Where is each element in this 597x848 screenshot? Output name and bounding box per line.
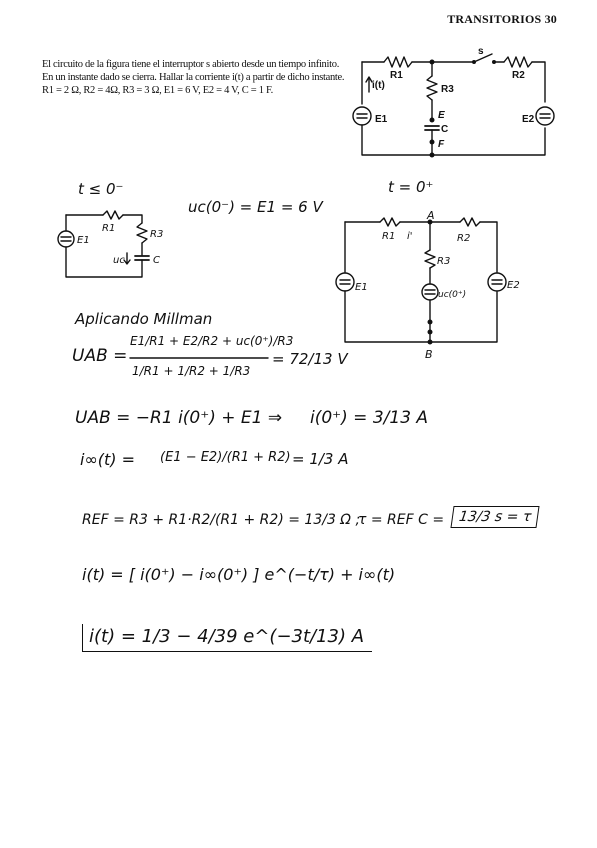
r-ef-equation: REF = R3 + R1·R2/(R1 + R2) = 13/3 Ω ; (82, 512, 361, 528)
circuit-t-neg: E1 R1 R3 uc C (57, 210, 163, 278)
page-title: TRANSITORIOS 30 (447, 12, 557, 26)
label-e1: E1 (375, 114, 388, 125)
uab-result: = 72/13 V (272, 350, 348, 368)
label-r3: R3 (441, 84, 454, 95)
right-label-i: i' (407, 231, 413, 242)
i-inf-lhs: i∞(t) = (80, 450, 136, 469)
problem-text: El circuito de la figura tiene el interr… (42, 59, 345, 83)
uc-initial: uc(0⁻) = E1 = 6 V (188, 198, 323, 216)
uab-fraction-bar (129, 357, 269, 359)
uab-equation-2: UAB = −R1 i(0⁺) + E1 ⇒ (75, 408, 283, 428)
left-label-e1: E1 (77, 235, 90, 246)
right-label-r1: R1 (382, 231, 395, 242)
label-e2: E2 (522, 114, 535, 125)
tau-equation: τ = REF C = (358, 512, 445, 528)
i-zero-plus: i(0⁺) = 3/13 A (310, 408, 429, 428)
node-a: A (426, 209, 435, 222)
right-label-e1: E1 (355, 282, 368, 293)
right-label-r3: R3 (437, 256, 450, 267)
label-e: E (438, 110, 445, 121)
label-switch: s (478, 46, 484, 57)
label-c: C (441, 124, 448, 135)
uab-numerator: E1/R1 + E2/R2 + uc(0⁺)/R3 (130, 334, 294, 348)
i-inf-result: = 1/3 A (292, 450, 349, 468)
condition-t-neg: t ≤ 0⁻ (78, 180, 124, 198)
uab-lhs: UAB = (72, 346, 128, 366)
problem-values: R1 = 2 Ω, R2 = 4Ω, R3 = 3 Ω, E1 = 6 V, E… (42, 85, 274, 96)
label-f: F (438, 139, 445, 150)
main-schematic: R1 R2 R3 s i(t) E1 E2 E C F (352, 46, 555, 158)
left-label-c: C (153, 255, 160, 266)
final-answer: i(t) = 1/3 − 4/39 e^(−3t/13) A (82, 624, 373, 652)
i-inf-fraction: (E1 − E2)/(R1 + R2) (160, 450, 291, 465)
circuit-t-pos: A B R1 i' R2 R3 E1 E2 uc(0⁺) (335, 209, 520, 361)
label-r1: R1 (390, 70, 403, 81)
right-label-r2: R2 (457, 233, 470, 244)
uab-denominator: 1/R1 + 1/R2 + 1/R3 (132, 364, 251, 378)
tau-boxed-result: 13/3 s = τ (450, 506, 540, 528)
condition-t-pos: t = 0⁺ (388, 178, 434, 196)
left-label-r3: R3 (150, 229, 163, 240)
millman-title: Aplicando Millman (75, 310, 213, 328)
general-solution: i(t) = [ i(0⁺) − i∞(0⁺) ] e^(−t/τ) + i∞(… (82, 565, 396, 584)
label-current: i(t) (372, 80, 385, 91)
left-label-uc: uc (113, 255, 125, 266)
right-label-e2: E2 (507, 280, 520, 291)
right-label-uc: uc(0⁺) (438, 290, 466, 300)
left-label-r1: R1 (102, 223, 115, 234)
label-r2: R2 (512, 70, 525, 81)
problem-statement: El circuito de la figura tiene el interr… (42, 58, 347, 97)
node-b: B (425, 348, 433, 361)
